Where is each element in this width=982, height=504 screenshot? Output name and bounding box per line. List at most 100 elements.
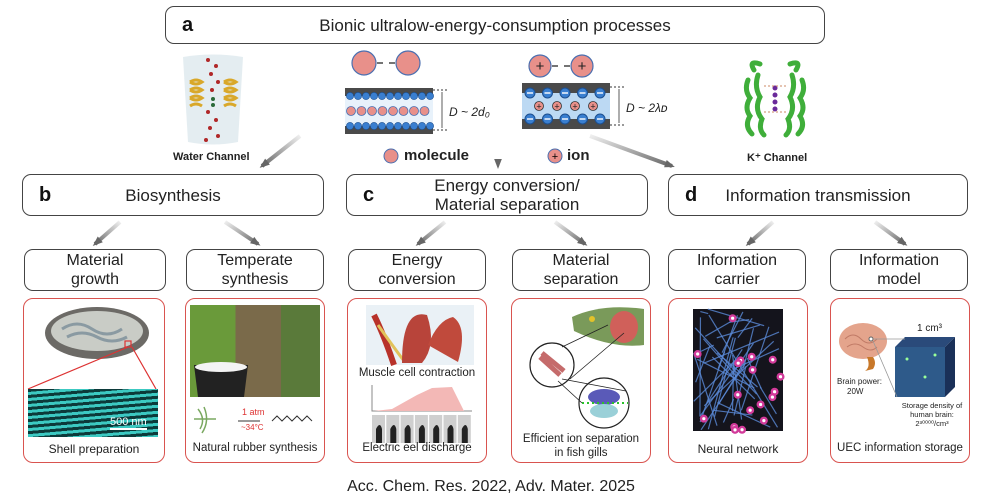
- wall-molecule: [426, 92, 434, 100]
- flow-arrows: [92, 134, 908, 246]
- wall-molecule: [370, 122, 378, 130]
- wall-molecule: [386, 92, 394, 100]
- dendrite: [716, 324, 761, 339]
- arrowhead: [415, 236, 426, 246]
- dendrite: [702, 338, 738, 378]
- subsection-line2: carrier: [714, 271, 760, 288]
- card-caption: Shell preparation: [48, 442, 140, 456]
- arrowhead: [494, 158, 502, 169]
- subsection-line1: Information: [696, 252, 778, 269]
- positive-ion: [588, 101, 598, 111]
- brain-cube-link: [872, 338, 905, 398]
- arrowhead: [92, 236, 103, 246]
- section-title: Information transmission: [725, 185, 911, 205]
- molecule-legend-label: molecule: [404, 147, 470, 164]
- dendrite: [731, 354, 743, 420]
- arrowhead: [577, 236, 588, 246]
- citation: Acc. Chem. Res. 2022, Adv. Mater. 2025: [347, 478, 635, 495]
- subsection-information-carrier: Information carrier: [668, 249, 806, 291]
- subsection-line1: Material: [552, 252, 610, 269]
- latex-bucket-icon: [194, 362, 248, 397]
- channel-molecule: [398, 106, 409, 116]
- dendrite: [697, 358, 755, 389]
- card-information-storage: 1 cm³ Brain power: 20W Storage density o…: [830, 298, 970, 463]
- water-channel-label: Water Channel: [173, 151, 250, 163]
- ion-legend-icon: +: [547, 148, 563, 164]
- fish-gill-illustration: [529, 307, 644, 429]
- k-channel-label: K⁺ Channel: [747, 152, 808, 164]
- wall-molecule: [386, 122, 394, 130]
- flow-arrow: [260, 134, 302, 168]
- channel-molecule: [377, 106, 388, 116]
- molecule-legend-icon: [383, 148, 399, 164]
- reaction-temperature: ~34°C: [241, 423, 264, 432]
- positive-ion: [570, 101, 580, 111]
- dendrite: [759, 386, 777, 415]
- dendrite: [722, 398, 735, 423]
- dendrite: [695, 345, 711, 383]
- wall-molecule: [354, 92, 362, 100]
- dendrite: [731, 362, 735, 412]
- card-caption: Natural rubber synthesis: [192, 442, 318, 454]
- wall-molecule: [346, 122, 354, 130]
- dendrite: [733, 366, 747, 416]
- arrowhead: [745, 236, 756, 246]
- dendrite: [742, 328, 755, 369]
- density-value: 2³⁰⁰⁰⁰/cm³: [915, 419, 949, 428]
- wall-molecule: [378, 92, 386, 100]
- svg-text:+: +: [536, 58, 545, 75]
- subsection-line1: Energy: [391, 252, 443, 269]
- brain-power-label: Brain power:: [837, 377, 882, 386]
- section-biosynthesis: b Biosynthesis: [22, 174, 324, 216]
- channel-molecule: [388, 106, 398, 116]
- section-title-line2: Material separation: [434, 195, 580, 214]
- wall-molecule: [402, 92, 410, 100]
- muscle-anatomy-image: [366, 305, 474, 366]
- positive-ion: [534, 101, 544, 111]
- wall-molecule: [346, 92, 354, 100]
- brain-illustration: [839, 323, 887, 371]
- molecule-gap-label: D ~ 2d₀: [449, 105, 490, 119]
- subsection-line1: Temperate: [217, 252, 293, 269]
- scale-bar-label: 500 nm: [110, 416, 147, 430]
- brain-power-value: 20W: [847, 387, 864, 396]
- wall-molecule: [426, 122, 434, 130]
- channel-molecule: [346, 106, 356, 116]
- subsection-line2: model: [877, 271, 921, 288]
- svg-text:+: +: [578, 58, 587, 75]
- card-caption: Neural network: [697, 442, 779, 456]
- ion-legend-label: ion: [567, 147, 590, 164]
- card-energy-conversion: Muscle cell contraction Electric eel dis…: [347, 298, 487, 463]
- water-channel-illustration: [183, 54, 243, 145]
- storage-cube: [895, 337, 955, 397]
- wall-molecule: [394, 92, 402, 100]
- panel-label-a: a: [182, 13, 194, 36]
- wall-molecule: [378, 122, 386, 130]
- k-channel-illustration: [743, 60, 807, 138]
- card-caption: Electric eel discharge: [362, 442, 472, 454]
- wall-molecule: [362, 122, 370, 130]
- wall-molecule: [410, 92, 418, 100]
- header-box: a Bionic ultralow-energy-consumption pro…: [165, 6, 825, 44]
- dendrite: [698, 344, 714, 353]
- svg-text:+: +: [572, 102, 577, 112]
- arrowhead: [250, 236, 261, 246]
- dendrite: [693, 359, 737, 402]
- card-caption: UEC information storage: [837, 442, 963, 454]
- channel-molecule: [356, 106, 367, 116]
- dendrite: [699, 317, 702, 417]
- dendrite: [703, 340, 775, 407]
- channel-molecule: [367, 106, 377, 116]
- molecule-channel-diagram: D ~ 2d₀: [345, 50, 490, 134]
- svg-text:+: +: [536, 102, 541, 112]
- wall-molecule: [362, 92, 370, 100]
- rubber-reaction: [194, 406, 313, 434]
- positive-ion: [552, 101, 562, 111]
- arrowhead: [259, 158, 270, 168]
- dendrite: [707, 337, 734, 430]
